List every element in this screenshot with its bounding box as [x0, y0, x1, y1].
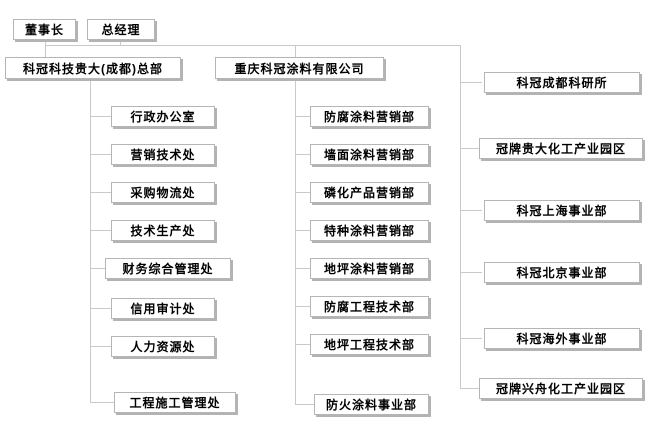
org-node: 信用审计处: [111, 298, 215, 319]
org-node: 工程施工管理处: [114, 392, 236, 413]
connector-line: [45, 40, 46, 57]
org-node: 采购物流处: [111, 182, 215, 203]
org-node-company-root: 重庆科冠涂料有限公司: [215, 57, 384, 79]
connector-line: [120, 40, 121, 45]
org-node-hq-root: 科冠科技贵大(成都)总部: [5, 57, 181, 79]
org-node: 科冠海外事业部: [484, 328, 640, 349]
connector-line: [90, 346, 111, 347]
connector-line: [460, 45, 461, 389]
org-node: 财务综合管理处: [105, 258, 231, 279]
connector-line: [295, 306, 310, 307]
connector-line: [90, 192, 111, 193]
org-node: 营销技术处: [111, 144, 215, 165]
connector-line: [295, 79, 296, 404]
org-node: 地坪工程技术部: [310, 334, 429, 355]
org-node: 磷化产品营销部: [310, 182, 429, 203]
connector-line: [90, 116, 111, 117]
org-node-chairman: 董事长: [13, 19, 76, 40]
connector-line: [90, 308, 111, 309]
org-node: 防腐涂料营销部: [310, 106, 429, 127]
org-node-general-manager: 总经理: [87, 19, 155, 40]
connector-line: [460, 148, 482, 149]
org-node: 墙面涂料营销部: [310, 144, 429, 165]
connector-line: [460, 210, 482, 211]
connector-line: [90, 79, 91, 402]
org-node: 行政办公室: [111, 106, 215, 127]
connector-line: [295, 116, 310, 117]
org-node: 防腐工程技术部: [310, 296, 429, 317]
connector-line: [295, 192, 310, 193]
connector-line: [295, 154, 310, 155]
org-node: 科冠北京事业部: [484, 262, 640, 283]
org-node: 科冠上海事业部: [484, 200, 640, 221]
connector-line: [295, 230, 310, 231]
connector-line: [295, 404, 314, 405]
org-node: 防火涂料事业部: [314, 394, 429, 415]
connector-line: [460, 272, 482, 273]
org-node: 特种涂料营销部: [310, 220, 429, 241]
connector-line: [460, 82, 482, 83]
connector-line: [295, 268, 310, 269]
connector-line: [90, 268, 105, 269]
connector-line: [90, 402, 114, 403]
connector-line: [295, 344, 310, 345]
org-node: 人力资源处: [111, 336, 215, 357]
connector-line: [295, 45, 296, 57]
org-node: 科冠成都科研所: [484, 72, 640, 93]
connector-line: [90, 230, 111, 231]
org-node: 冠牌贵大化工产业园区: [479, 138, 643, 159]
connector-line: [45, 45, 460, 46]
connector-line: [460, 338, 482, 339]
connector-line: [460, 388, 482, 389]
org-node: 地坪涂料营销部: [310, 258, 429, 279]
org-node: 冠牌兴舟化工产业园区: [479, 378, 643, 399]
connector-line: [90, 154, 111, 155]
org-node: 技术生产处: [111, 220, 215, 241]
